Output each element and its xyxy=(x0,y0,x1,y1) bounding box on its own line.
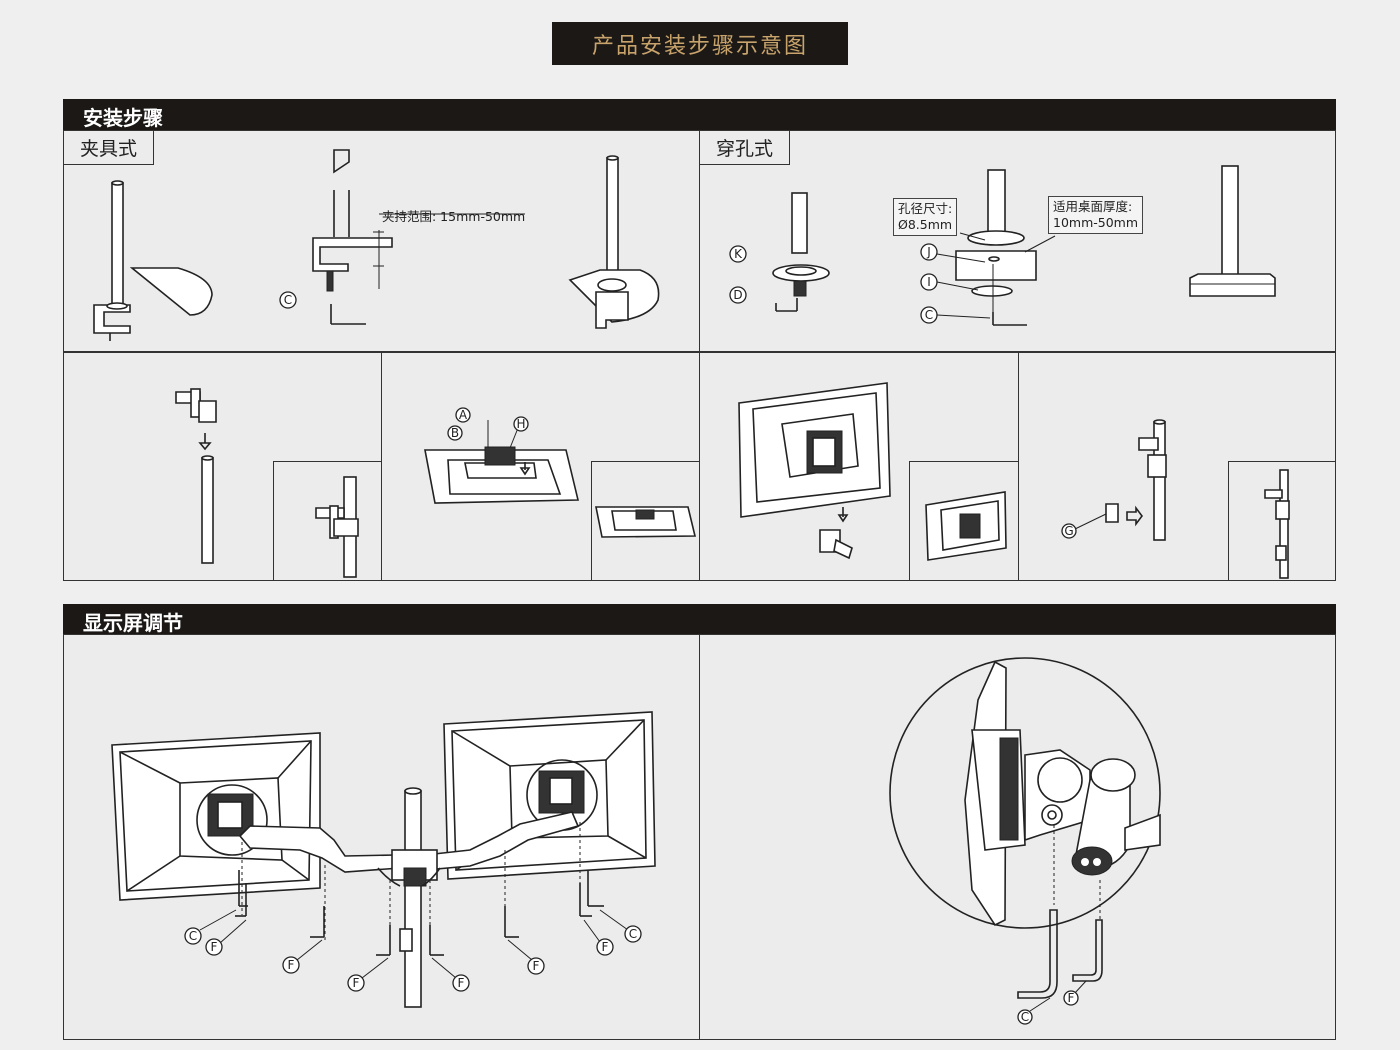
grommet-pole-figure xyxy=(772,192,830,312)
adjust-section-heading: 显示屏调节 xyxy=(83,611,183,635)
callout-f-dual-4: F xyxy=(452,974,470,992)
callout-f-dual-5: F xyxy=(527,957,545,975)
svg-text:J: J xyxy=(926,245,931,259)
svg-text:C: C xyxy=(284,293,292,307)
svg-text:F: F xyxy=(1068,991,1075,1005)
svg-text:F: F xyxy=(458,976,465,990)
svg-text:F: F xyxy=(533,959,540,973)
callout-c-grommet: C xyxy=(920,306,938,324)
callout-b: B xyxy=(447,425,463,441)
adjust-section-bar: 显示屏调节 xyxy=(63,604,1336,635)
svg-text:A: A xyxy=(459,408,468,422)
dual-arm-keys-figure xyxy=(199,822,629,979)
step-monitor-inset-figure xyxy=(925,491,1007,561)
svg-text:C: C xyxy=(925,308,933,322)
callout-c-dual-left: C xyxy=(184,927,202,945)
step-cable-inset-figure xyxy=(1264,469,1290,579)
grommet-exploded-figure xyxy=(936,169,1056,326)
hole-size-title: 孔径尺寸: xyxy=(898,201,953,216)
callout-j: J xyxy=(920,243,938,261)
tilt-detail-figure xyxy=(889,657,1161,1012)
dual-arm-arms-figure xyxy=(238,811,580,887)
thickness-note: 适用桌面厚度: 10mm-50mm xyxy=(1048,196,1144,234)
callout-f-dual-2: F xyxy=(282,956,300,974)
callout-c-tilt: C xyxy=(1017,1009,1033,1025)
step-pole-inset-figure xyxy=(315,476,359,578)
svg-text:K: K xyxy=(734,247,743,261)
thickness-title: 适用桌面厚度: xyxy=(1053,199,1133,214)
callout-h: H xyxy=(513,416,529,432)
svg-text:G: G xyxy=(1064,524,1073,538)
clamp-range-label: 夹持范围: 15mm-50mm xyxy=(382,209,526,224)
step-cable-figure xyxy=(1074,419,1167,541)
install-section-bar: 安装步骤 xyxy=(63,99,1336,130)
desk-plate-figure xyxy=(129,267,213,316)
callout-f-dual-3: F xyxy=(347,974,365,992)
callout-g: G xyxy=(1061,523,1077,539)
svg-text:I: I xyxy=(927,275,931,289)
dual-arm-pole-figure xyxy=(399,787,422,1008)
grommet-tab: 穿孔式 xyxy=(700,131,791,165)
svg-text:F: F xyxy=(288,958,295,972)
step-monitor-figure xyxy=(738,382,891,560)
svg-text:C: C xyxy=(189,929,197,943)
svg-text:C: C xyxy=(1021,1010,1029,1024)
inset-pole-detail xyxy=(273,461,382,581)
clamp-tab: 夹具式 xyxy=(64,131,155,165)
svg-text:F: F xyxy=(602,940,609,954)
step-pole-figure xyxy=(175,388,217,564)
callout-d: D xyxy=(729,286,747,304)
grommet-mounted-figure xyxy=(1189,165,1276,297)
step-vesa-inset-figure xyxy=(595,506,697,538)
hole-size-value: Ø8.5mm xyxy=(898,217,953,232)
left-monitor-figure xyxy=(111,732,321,901)
callout-f-dual-6: F xyxy=(596,938,614,956)
page-title: 产品安装步骤示意图 xyxy=(591,33,808,59)
svg-text:F: F xyxy=(211,940,218,954)
callout-c-clamp: C xyxy=(279,291,297,309)
callout-c-dual-right: C xyxy=(624,925,642,943)
hole-size-note: 孔径尺寸: Ø8.5mm xyxy=(893,198,958,236)
clamp-pole-figure xyxy=(93,180,131,341)
svg-text:B: B xyxy=(451,426,459,440)
callout-k: K xyxy=(729,245,747,263)
thickness-value: 10mm-50mm xyxy=(1053,215,1139,230)
callout-a: A xyxy=(455,407,471,423)
callout-f-dual-1: F xyxy=(205,938,223,956)
callout-i: I xyxy=(920,273,938,291)
page-title-box: 产品安装步骤示意图 xyxy=(552,22,848,65)
clamp-mounted-figure xyxy=(568,155,660,329)
callout-f-tilt: F xyxy=(1063,990,1079,1006)
svg-text:C: C xyxy=(629,927,637,941)
svg-text:H: H xyxy=(516,417,525,431)
step-vesa-figure xyxy=(424,420,580,504)
install-section-heading: 安装步骤 xyxy=(83,106,163,130)
svg-text:D: D xyxy=(733,288,742,302)
svg-text:F: F xyxy=(353,976,360,990)
clamp-section-figure xyxy=(312,149,525,325)
